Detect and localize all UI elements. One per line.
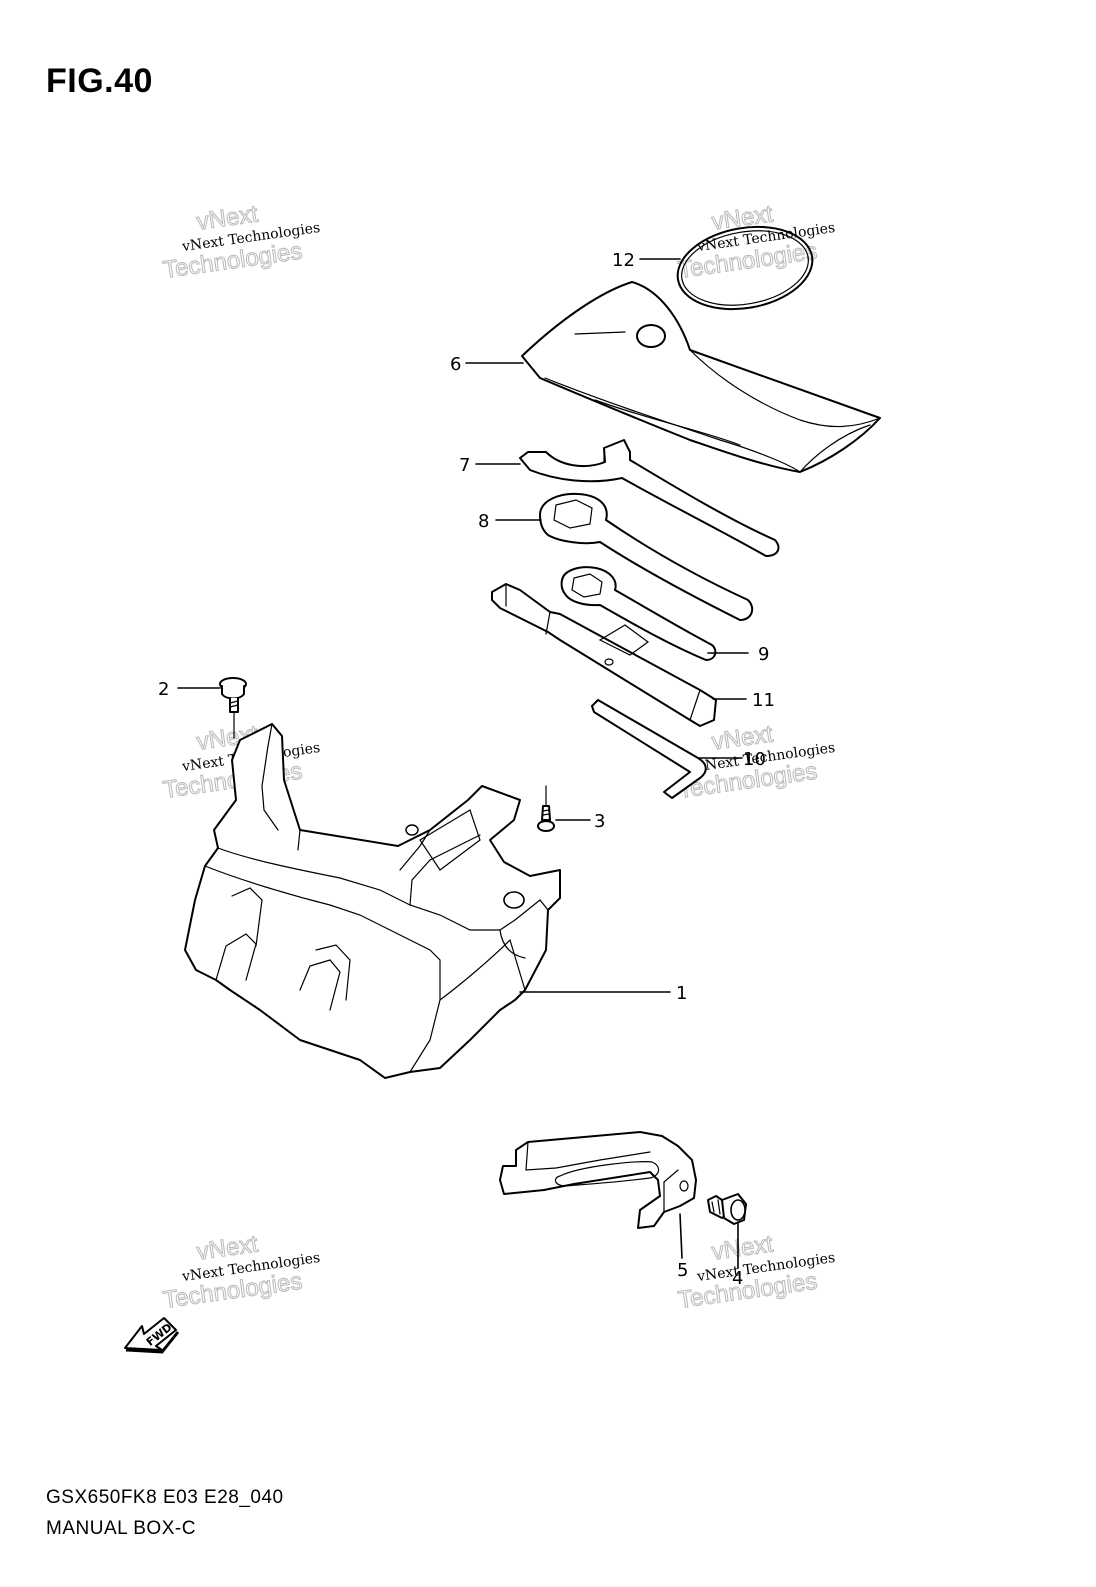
callout-8: 8: [478, 511, 489, 532]
watermark-top-left: vNext Technologies vNext Technologies: [161, 200, 321, 284]
callout-1: 1: [676, 983, 687, 1004]
fwd-arrow-icon: FWD: [124, 1317, 180, 1354]
part-1-manual-box: [184, 723, 561, 1079]
section-name: MANUAL BOX-C: [46, 1518, 196, 1539]
part-5-bracket: [499, 1131, 697, 1229]
callout-5: 5: [677, 1260, 688, 1281]
part-4-bolt: [707, 1193, 747, 1225]
part-9-ring-wrench: [560, 566, 717, 661]
part-3-screw: [537, 785, 555, 832]
part-11-plug-wrench: [491, 583, 717, 727]
callout-3: 3: [594, 811, 605, 832]
leader-lines: [177, 258, 749, 1269]
part-8-ring-wrench: [539, 492, 754, 621]
callout-9: 9: [758, 644, 769, 665]
callout-10: 10: [743, 749, 766, 770]
watermark-bottom-right: vNext Technologies vNext Technologies: [676, 1230, 836, 1314]
figure-title: FIG.40: [46, 62, 153, 100]
part-12-band: [676, 225, 814, 311]
callout-7: 7: [459, 455, 470, 476]
callout-2: 2: [158, 679, 169, 700]
part-6-tool-bag: [521, 281, 881, 473]
callout-4: 4: [732, 1268, 743, 1289]
model-code: GSX650FK8 E03 E28_040: [46, 1487, 284, 1508]
callout-12: 12: [612, 250, 635, 271]
callout-labels: 12 6 7 8 9 11 10 2 3 1 5 4: [158, 250, 775, 1289]
callout-6: 6: [450, 354, 461, 375]
watermark-top-right: vNext Technologies vNext Technologies: [676, 200, 836, 284]
part-2-bolt: [219, 677, 247, 739]
watermark-bottom-left: vNext Technologies vNext Technologies: [161, 1230, 321, 1314]
callout-11: 11: [752, 690, 775, 711]
part-7-hook-spanner: [519, 439, 780, 557]
